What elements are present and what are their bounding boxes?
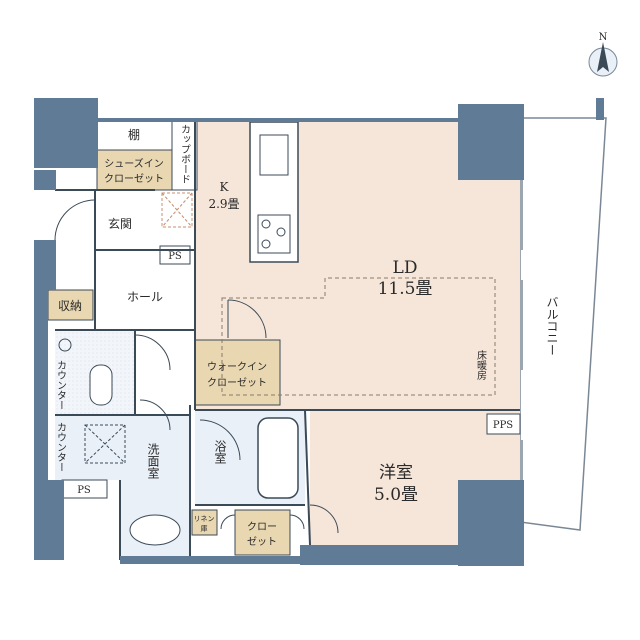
label-kitchen-size: 2.9畳 [208, 197, 239, 211]
label-counter-1: カウンター [55, 360, 67, 410]
compass: N [588, 32, 618, 77]
toilet-icon [89, 364, 113, 406]
label-washroom: 洗面室 [146, 443, 160, 479]
label-balcony: バルコニー [545, 296, 559, 356]
basin-icon [129, 514, 181, 546]
label-pps: PPS [493, 420, 513, 431]
label-hall: ホール [127, 290, 163, 304]
fridge-space [161, 192, 193, 228]
label-bathroom: 浴室 [213, 440, 227, 464]
label-kitchen-name: K [220, 180, 230, 194]
label-shoe-closet-2: クローゼット [104, 173, 164, 185]
label-western-name: 洋室 [379, 463, 413, 483]
label-counter-2: カウンター [55, 422, 67, 472]
north-arrow-icon [597, 42, 609, 72]
label-closet-1: クロー [247, 521, 277, 533]
structural-walls [34, 98, 524, 566]
door-swings [54, 199, 339, 534]
label-linen-1: リネン [194, 515, 215, 523]
closet-area [234, 509, 291, 556]
label-storage: 収納 [58, 299, 82, 313]
label-ld-size: 11.5畳 [378, 279, 433, 299]
label-linen-2: 庫 [201, 524, 208, 533]
label-shoe-closet-1: シューズイン [104, 157, 164, 170]
linen-area [191, 509, 218, 536]
floor-heating-outline [221, 277, 496, 396]
pps-box [486, 413, 521, 435]
bathtub-icon [257, 417, 299, 499]
walk-in-closet-area [194, 339, 281, 406]
label-floor-heating: 床暖房 [475, 349, 487, 381]
label-closet-2: ゼット [247, 536, 277, 548]
washroom-area [55, 415, 190, 480]
balcony-outline [519, 117, 607, 531]
label-walk-in-closet-1: ウォークイン [207, 361, 267, 373]
compass-north-label: N [599, 32, 608, 43]
label-ps-top: PS [168, 251, 182, 262]
sink-icon [259, 134, 289, 176]
label-cupboard: カップボード [179, 124, 191, 184]
label-ld-name: LD [393, 258, 418, 278]
entrance-area [55, 190, 155, 250]
balcony-post [596, 98, 604, 120]
storage-area [47, 289, 94, 321]
kitchen-counter [249, 121, 299, 263]
washer-space [84, 424, 126, 464]
label-entrance: 玄関 [108, 216, 132, 231]
label-western-size: 5.0畳 [374, 485, 418, 505]
label-walk-in-closet-2: クローゼット [207, 377, 267, 389]
label-shelf: 棚 [128, 127, 140, 142]
stove-icon [257, 214, 291, 254]
label-ps-bottom: PS [77, 485, 91, 496]
